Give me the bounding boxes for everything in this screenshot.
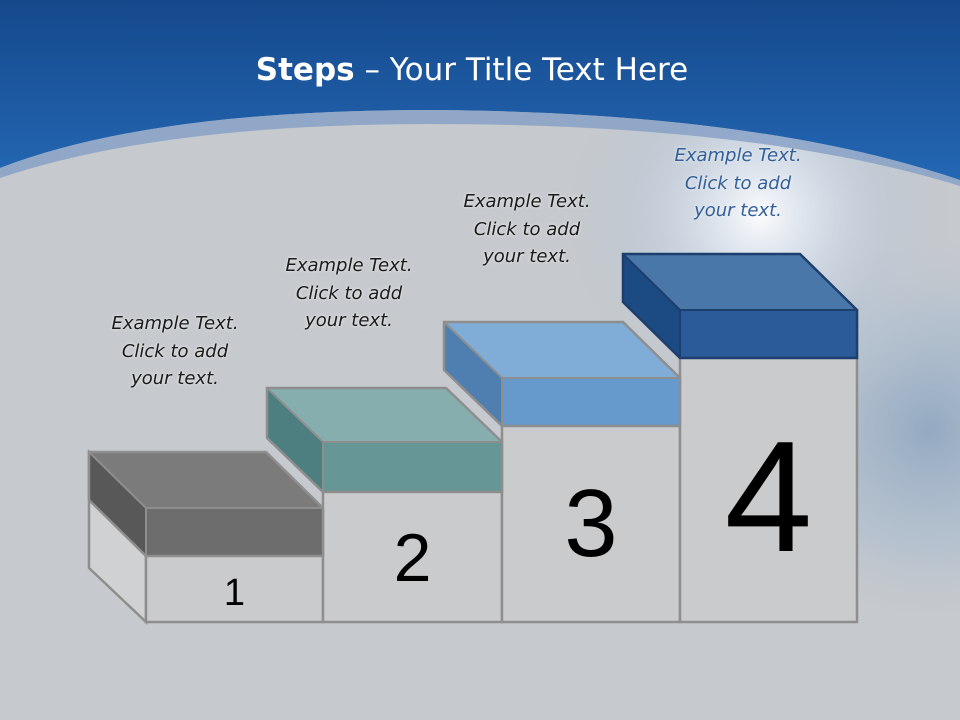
title-bold: Steps [255, 52, 355, 88]
step-number-1: 1 [223, 572, 246, 614]
step-caption-3[interactable]: Example Text. Click to add your text. [463, 191, 591, 267]
step-block-2[interactable] [265, 386, 504, 494]
pedestal-4 [678, 308, 859, 624]
step-block-3[interactable] [442, 320, 682, 428]
step-number-3: 3 [564, 470, 618, 577]
step-caption-1[interactable]: Example Text. Click to add your text. [111, 313, 239, 389]
step-number-4: 4 [724, 409, 813, 585]
step-number-2: 2 [393, 520, 432, 596]
step-caption-4[interactable]: Example Text. Click to add your text. [674, 145, 802, 221]
title-rest: – Your Title Text Here [354, 52, 689, 88]
step-block-1[interactable] [87, 450, 325, 558]
slide-title[interactable]: Steps – Your Title Text Here [0, 52, 944, 88]
step-block-4[interactable] [621, 252, 859, 360]
step-caption-2[interactable]: Example Text. Click to add your text. [285, 255, 413, 331]
